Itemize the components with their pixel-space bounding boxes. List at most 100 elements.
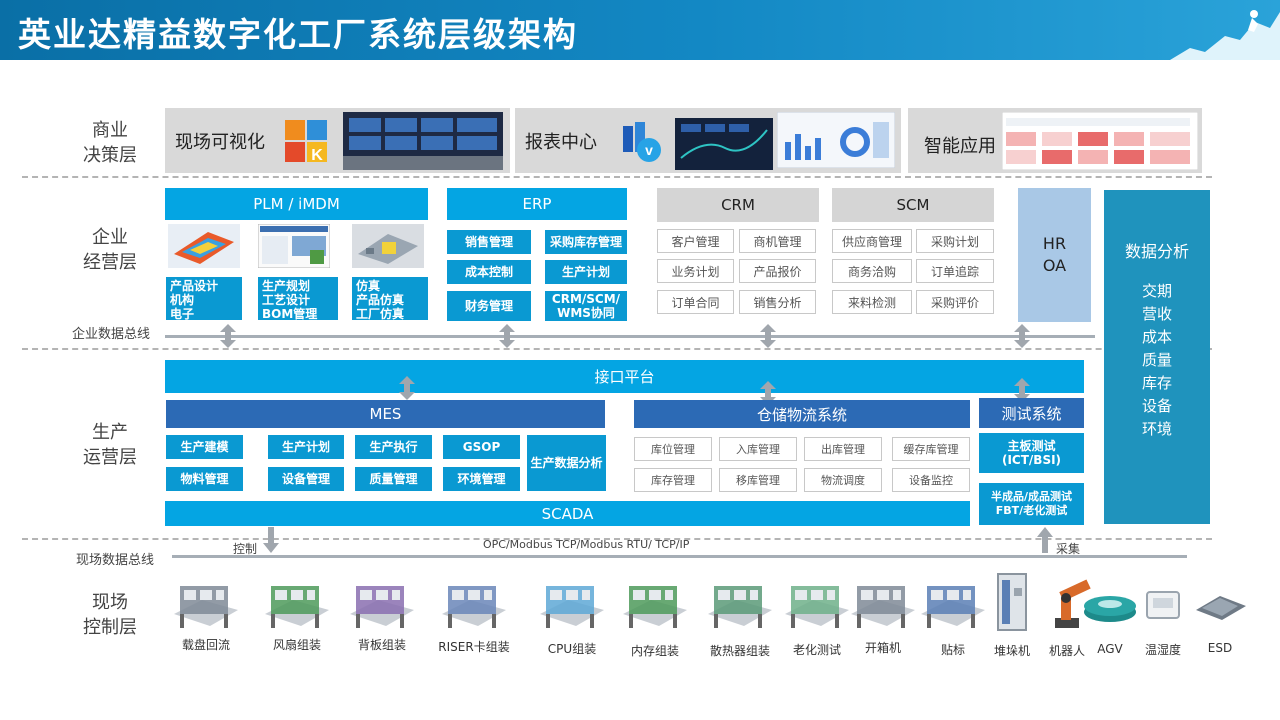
machine-icon: [540, 586, 604, 628]
machine-icon: [997, 573, 1027, 631]
data-analysis-panel[interactable]: 数据分析 交期 营收 成本 质量 库存 设备 环境: [1104, 190, 1210, 524]
report-center-label: 报表中心: [525, 132, 597, 153]
scm-item[interactable]: 采购评价: [916, 290, 994, 314]
mes-production-analysis[interactable]: 生产数据分析: [527, 435, 606, 491]
layer-label-line: 企业: [92, 227, 128, 248]
bidirectional-arrow-icon: [760, 324, 776, 348]
field-device[interactable]: [972, 568, 1052, 634]
crm-item[interactable]: 订单合同: [657, 290, 734, 314]
erp-collaboration[interactable]: CRM/SCM/ WMS协同: [545, 291, 627, 321]
mes-item[interactable]: 生产执行: [355, 435, 432, 459]
enterprise-bus-label: 企业数据总线: [72, 327, 151, 342]
mes-item[interactable]: 质量管理: [355, 467, 432, 491]
field-device-label: 内存组装: [630, 644, 679, 658]
field-device[interactable]: [1027, 568, 1107, 634]
wms-item[interactable]: 移库管理: [719, 468, 797, 492]
mes-item[interactable]: 生产建模: [166, 435, 243, 459]
field-device[interactable]: [615, 568, 695, 634]
erp-header[interactable]: ERP: [447, 188, 627, 220]
mes-item[interactable]: 环境管理: [443, 467, 520, 491]
wms-item[interactable]: 出库管理: [804, 437, 882, 461]
field-device[interactable]: [166, 568, 246, 634]
field-device-label: 温湿度: [1144, 643, 1181, 657]
erp-sales[interactable]: 销售管理: [447, 230, 531, 254]
mes-item[interactable]: 设备管理: [268, 467, 344, 491]
field-device[interactable]: [342, 568, 422, 634]
field-device-label: 机器人: [1048, 644, 1085, 658]
machine-icon: [442, 586, 506, 628]
interface-platform[interactable]: 接口平台: [165, 360, 1084, 393]
k-logo-icon: K: [285, 120, 327, 164]
crm-item[interactable]: 销售分析: [739, 290, 816, 314]
scm-item[interactable]: 来料检测: [832, 290, 912, 314]
erp-production-plan[interactable]: 生产计划: [545, 260, 627, 284]
wms-item[interactable]: 入库管理: [719, 437, 797, 461]
scm-item[interactable]: 商务洽购: [832, 259, 912, 283]
mes-item[interactable]: 物料管理: [166, 467, 243, 491]
layer-label-field: 现场 控制层: [60, 590, 160, 640]
field-device[interactable]: [913, 568, 993, 634]
field-device[interactable]: [257, 568, 337, 634]
visualization-panel[interactable]: 现场可视化 K: [165, 108, 510, 173]
bidirectional-arrow-icon: [399, 376, 415, 400]
crm-header[interactable]: CRM: [657, 188, 819, 222]
plm-box-simulation[interactable]: 仿真 产品仿真 工厂仿真: [352, 277, 428, 321]
wms-item[interactable]: 库位管理: [634, 437, 712, 461]
field-device[interactable]: [1070, 568, 1150, 634]
plm-box-design[interactable]: 产品设计 机构 电子: [166, 277, 242, 321]
field-device-label: 风扇组装: [272, 638, 321, 652]
layer-label-line: 生产: [92, 422, 128, 443]
field-device[interactable]: [843, 568, 923, 634]
dashboard-dark-icon: [675, 118, 773, 170]
arrow-up-icon: [1037, 527, 1053, 553]
wms-item[interactable]: 缓存库管理: [892, 437, 970, 461]
field-device[interactable]: [532, 568, 612, 634]
crm-item[interactable]: 产品报价: [739, 259, 816, 283]
wms-header[interactable]: 仓储物流系统: [634, 400, 970, 428]
erp-finance[interactable]: 财务管理: [447, 291, 531, 321]
control-label: 控制: [233, 542, 258, 556]
layer-label-line: 控制层: [83, 617, 137, 638]
field-device-label: 堆垛机: [993, 644, 1030, 658]
field-device-label: 老化测试: [792, 643, 841, 657]
field-device[interactable]: [1123, 568, 1203, 634]
layer-label-decision: 商业 决策层: [60, 118, 160, 168]
test-finished-product[interactable]: 半成品/成品测试 FBT/老化测试: [979, 483, 1084, 525]
erp-purchase-inventory[interactable]: 采购库存管理: [545, 230, 627, 254]
field-device-label: CPU组装: [547, 642, 597, 656]
machine-icon: [1084, 596, 1136, 622]
machine-icon: [785, 586, 849, 628]
test-mainboard[interactable]: 主板测试 (ICT/BSI): [979, 433, 1084, 473]
smart-app-panel[interactable]: 智能应用: [908, 108, 1202, 173]
scm-header[interactable]: SCM: [832, 188, 994, 222]
mes-header[interactable]: MES: [166, 400, 605, 428]
erp-cost-control[interactable]: 成本控制: [447, 260, 531, 284]
mes-item[interactable]: 生产计划: [268, 435, 344, 459]
hr-oa-box[interactable]: HR OA: [1018, 188, 1091, 322]
mes-item[interactable]: GSOP: [443, 435, 520, 459]
scada-bar[interactable]: SCADA: [165, 501, 970, 526]
scm-item[interactable]: 采购计划: [916, 229, 994, 253]
report-center-panel[interactable]: 报表中心 v: [515, 108, 901, 173]
crm-item[interactable]: 业务计划: [657, 259, 734, 283]
field-device[interactable]: [1180, 568, 1260, 634]
field-device[interactable]: [434, 568, 514, 634]
field-device-label: ESD: [1207, 641, 1233, 655]
machine-icon: [350, 586, 414, 628]
scm-item[interactable]: 订单追踪: [916, 259, 994, 283]
field-device[interactable]: [700, 568, 780, 634]
wms-item[interactable]: 库存管理: [634, 468, 712, 492]
plm-box-head: 仿真: [356, 279, 381, 293]
analysis-item: 质量: [1141, 351, 1172, 369]
scm-item[interactable]: 供应商管理: [832, 229, 912, 253]
wms-item[interactable]: 物流调度: [804, 468, 882, 492]
layer-label-line: 现场: [92, 592, 128, 613]
field-device[interactable]: [777, 568, 857, 634]
plm-header[interactable]: PLM / iMDM: [165, 188, 428, 220]
crm-item[interactable]: 客户管理: [657, 229, 734, 253]
wms-item[interactable]: 设备监控: [892, 468, 970, 492]
test-system-header[interactable]: 测试系统: [979, 398, 1084, 428]
crm-item[interactable]: 商机管理: [739, 229, 816, 253]
plm-box-planning[interactable]: 生产规划 工艺设计 BOM管理: [258, 277, 338, 321]
data-analysis-list: 交期 营收 成本 质量 库存 设备 环境: [1104, 280, 1210, 441]
